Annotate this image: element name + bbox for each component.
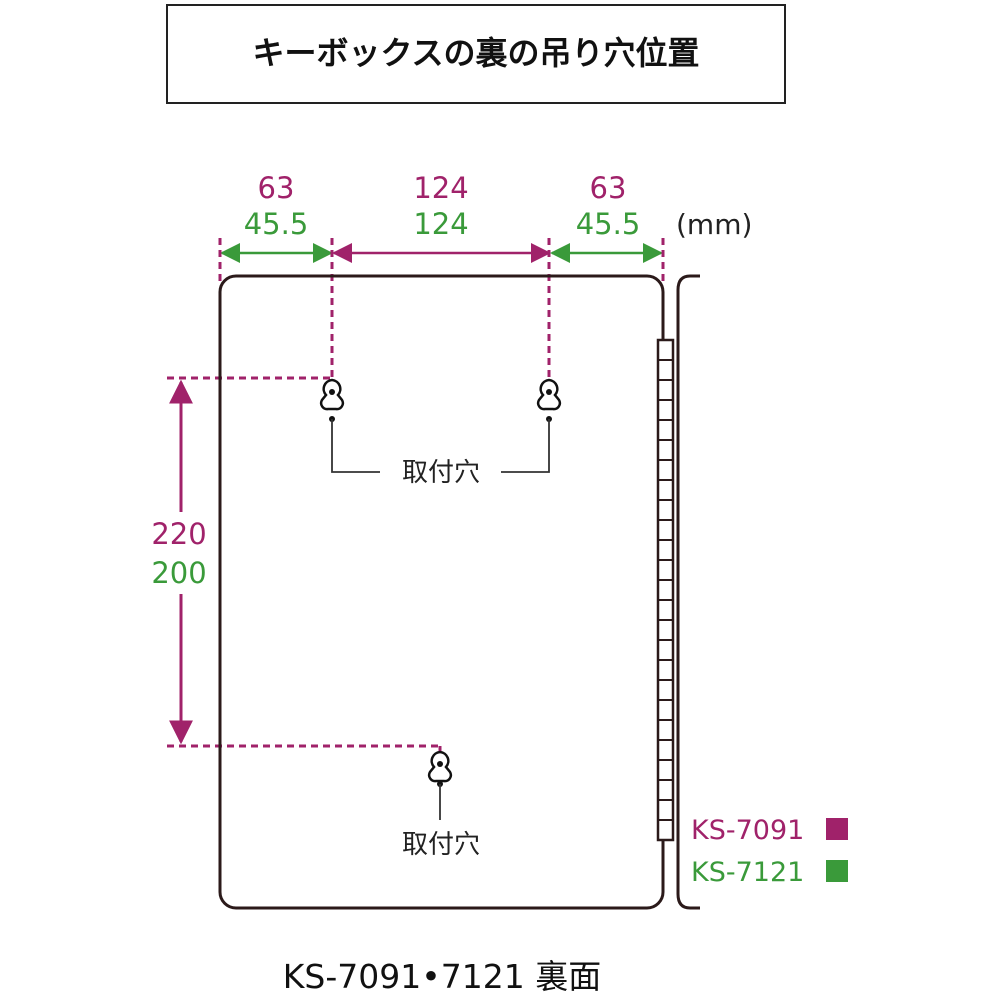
title: キーボックスの裏の吊り穴位置 bbox=[252, 34, 699, 72]
hole-label-top: 取付穴 bbox=[402, 458, 480, 488]
legend-model-b: KS-7121 bbox=[691, 857, 804, 888]
leader-lines bbox=[329, 416, 552, 820]
dim-middle-model-b: 124 bbox=[413, 207, 468, 241]
dim-left-model-a: 63 bbox=[258, 171, 295, 205]
title-box bbox=[166, 4, 786, 104]
unit-label: (mm) bbox=[676, 208, 752, 241]
keyhole-top-right-icon bbox=[536, 378, 562, 411]
legend-swatch-model-a bbox=[826, 818, 848, 840]
hole-label-bottom: 取付穴 bbox=[402, 830, 480, 860]
dim-right-model-b: 45.5 bbox=[576, 207, 641, 241]
extension-lines bbox=[167, 238, 665, 752]
box-back-outline bbox=[218, 274, 665, 910]
box-side-profile bbox=[656, 274, 700, 910]
dim-vertical-model-b: 200 bbox=[151, 556, 206, 590]
legend-model-a: KS-7091 bbox=[691, 815, 804, 846]
footer-caption: KS-7091•7121 裏面 bbox=[283, 957, 601, 996]
dim-vertical-model-a: 220 bbox=[151, 517, 206, 551]
hinge-ticks bbox=[658, 359, 673, 821]
vertical-label-bg bbox=[140, 512, 218, 594]
keyhole-top-left-icon bbox=[319, 378, 345, 411]
dim-left-model-b: 45.5 bbox=[244, 207, 309, 241]
keyhole-bottom-icon bbox=[427, 750, 453, 783]
legend-swatch-model-b bbox=[826, 860, 848, 882]
dim-right-model-a: 63 bbox=[590, 171, 627, 205]
legend: KS-7091 KS-7121 bbox=[691, 815, 848, 888]
dim-middle-model-a: 124 bbox=[413, 171, 468, 205]
